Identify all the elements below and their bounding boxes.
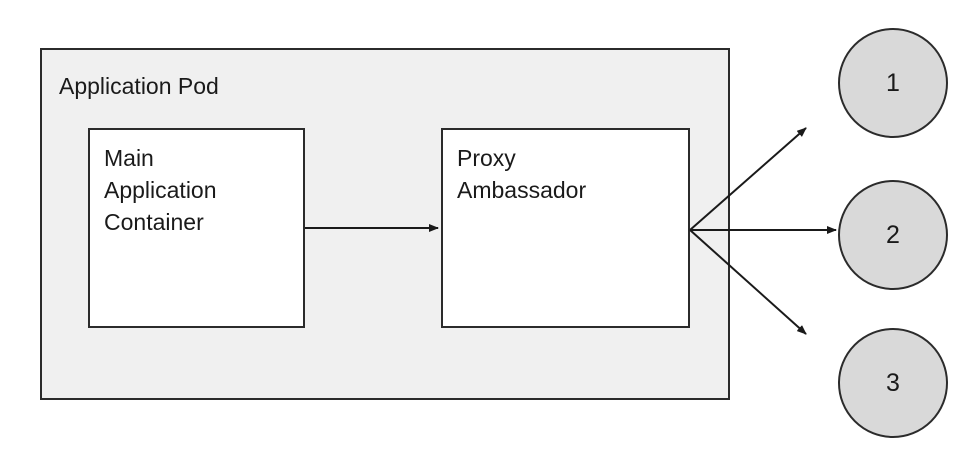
- service-circle-2-label: 2: [886, 220, 900, 249]
- proxy-ambassador-box[interactable]: Proxy Ambassador: [441, 128, 690, 328]
- main-application-container-label: Main Application Container: [104, 145, 217, 235]
- service-circle-3-label: 3: [886, 368, 900, 397]
- service-circle-1[interactable]: 1: [838, 28, 948, 138]
- service-circle-2[interactable]: 2: [838, 180, 948, 290]
- proxy-ambassador-label: Proxy Ambassador: [457, 145, 587, 203]
- application-pod-label: Application Pod: [59, 73, 219, 99]
- main-application-container-box[interactable]: Main Application Container: [88, 128, 305, 328]
- service-circle-1-label: 1: [886, 68, 900, 97]
- service-circle-3[interactable]: 3: [838, 328, 948, 438]
